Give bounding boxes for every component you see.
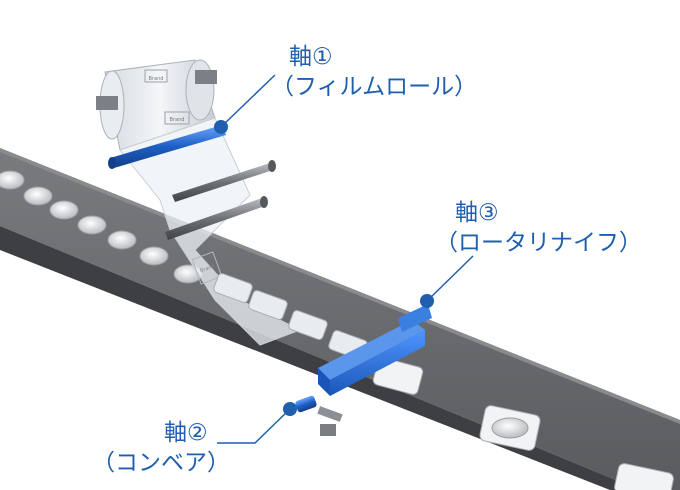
film-label-1-text: Brand: [149, 76, 164, 82]
products-wrapping: [213, 273, 424, 395]
axis2-subtitle: （コンベア）: [92, 450, 230, 476]
film-label-3: [191, 251, 223, 285]
film-label-2-text: Brand: [170, 117, 185, 123]
axis1-title: 軸①: [289, 44, 333, 70]
film-label-1: [144, 69, 168, 83]
axis1-shaft: [108, 125, 226, 169]
axis2-conveyor-shaft: [295, 395, 343, 436]
film-roll: Brand Brand: [96, 59, 217, 151]
callout-leaders: [214, 74, 474, 444]
packaged-products: [479, 405, 674, 490]
axis3-marker: [420, 294, 434, 308]
axis3-callout: 軸③ （ロータリナイフ）: [435, 198, 642, 258]
axis1-callout: 軸① （フィルムロール）: [271, 42, 477, 102]
axis1-subtitle: （フィルムロール）: [271, 74, 478, 100]
axis3-leader-line: [426, 255, 474, 302]
film-label-3-text: Brand: [199, 264, 215, 275]
axis1-marker: [214, 120, 228, 134]
guide-rollers: [165, 160, 276, 240]
axis1-leader-line: [220, 74, 276, 128]
axis2-title: 軸②: [164, 420, 208, 446]
axis3-title: 軸③: [455, 200, 499, 226]
axis3-subtitle: （ロータリナイフ）: [435, 230, 642, 256]
axis2-leader-line: [217, 408, 291, 444]
axis3-rotary-knife: [318, 304, 432, 396]
axis2-marker: [283, 402, 297, 416]
film-label-2: [164, 111, 190, 125]
axis2-callout: 軸② （コンベア）: [92, 418, 230, 478]
